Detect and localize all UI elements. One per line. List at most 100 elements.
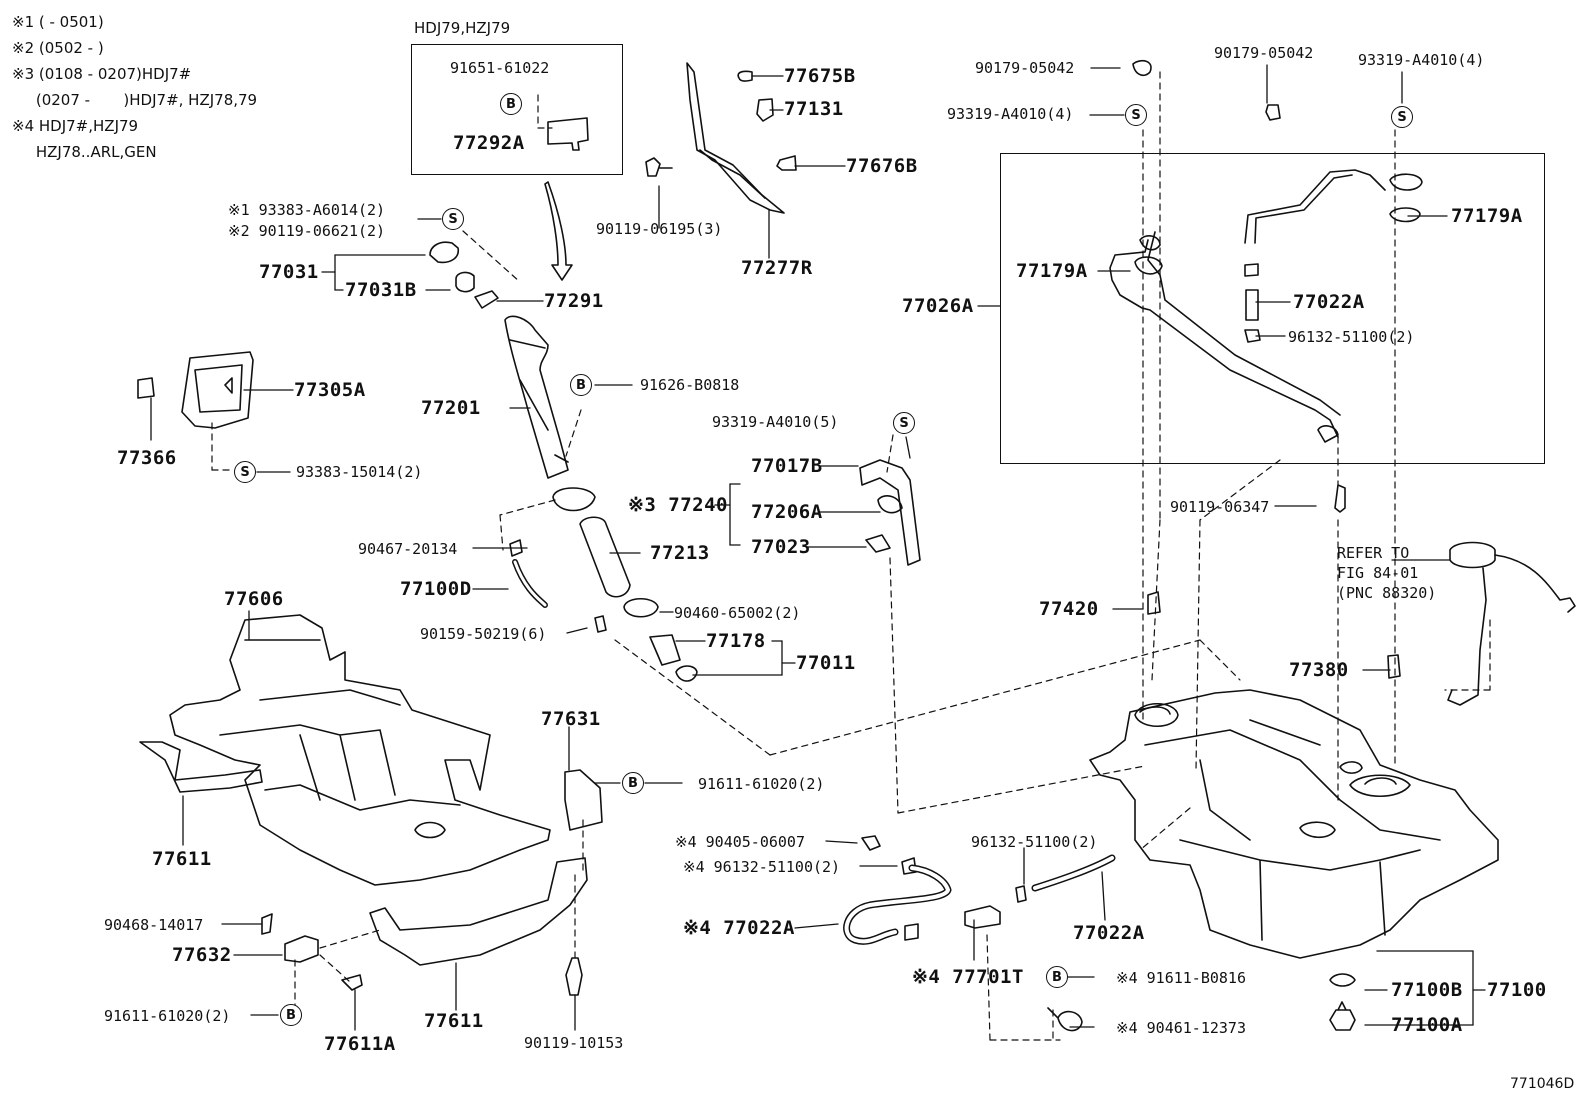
clip-90468 — [261, 913, 273, 935]
valve-77701t — [964, 905, 1001, 929]
label-77201: 77201 — [421, 397, 481, 419]
direction-arrow — [544, 181, 573, 281]
label-77611-upper: 77611 — [152, 848, 212, 870]
badge-s-93383-15014: S — [234, 461, 256, 483]
breather-77240 — [859, 459, 921, 566]
label-91651-61022: 91651-61022 — [450, 59, 550, 77]
label-77305a: 77305A — [294, 379, 366, 401]
label-77611-lower: 77611 — [424, 1010, 484, 1032]
gasket-77011 — [675, 665, 698, 682]
badge-b-91626: B — [570, 374, 592, 396]
label-93319-a4010-5: 93319-A4010(5) — [712, 413, 839, 431]
badge-s-93319-left: S — [1125, 104, 1147, 126]
heat-shield-77277r — [686, 62, 785, 214]
label-77213: 77213 — [650, 542, 710, 564]
badge-b-91611-bot: B — [280, 1004, 302, 1026]
bracket-77631 — [564, 769, 603, 831]
clamp-upper — [552, 487, 596, 512]
label-90119-06621: ※2 90119-06621(2) — [228, 222, 386, 240]
label-77291: 77291 — [544, 290, 604, 312]
inset-title: HDJ79,HZJ79 — [414, 19, 511, 37]
label-77022a-mid: 77022A — [1073, 922, 1145, 944]
label-77011: 77011 — [796, 652, 856, 674]
badge-b-inset: B — [500, 93, 522, 115]
badge-s-93319-right: S — [1391, 106, 1413, 128]
grommet-77179a-right-top — [1389, 173, 1423, 191]
clip-90179-a — [1132, 59, 1152, 77]
label-77026a: 77026A — [902, 295, 974, 317]
fuel-tank-77100 — [1089, 689, 1499, 959]
label-77631: 77631 — [541, 708, 601, 730]
badge-b-91611-b0816: B — [1046, 966, 1068, 988]
clamp-90461 — [1047, 1007, 1083, 1032]
label-77675b: 77675B — [784, 65, 856, 87]
label-77606: 77606 — [224, 588, 284, 610]
label-77179a-left: 77179A — [1016, 260, 1088, 282]
label-77701t: ※4 77701T — [912, 966, 1024, 988]
inset-box-77026a — [1000, 153, 1545, 464]
label-90179-05042-b: 90179-05042 — [1214, 44, 1314, 62]
label-77632: 77632 — [172, 944, 232, 966]
bolt-90119-06195 — [645, 157, 673, 177]
grommet-90467 — [509, 539, 523, 557]
label-77017b: 77017B — [751, 455, 823, 477]
label-77380: 77380 — [1289, 659, 1349, 681]
washer-77100b — [1329, 973, 1356, 987]
note-line-6: HZJ78..ARL,GEN — [12, 143, 157, 161]
nut-77632 — [284, 935, 319, 963]
label-77178: 77178 — [706, 630, 766, 652]
label-91611-61020-mid: 91611-61020(2) — [698, 775, 825, 793]
label-77240: ※3 77240 — [628, 494, 728, 516]
clip-90179-b — [1265, 104, 1281, 121]
inset-box-hdj79 — [411, 44, 623, 175]
clip-77366 — [137, 377, 155, 399]
label-93383-a6014: ※1 93383-A6014(2) — [228, 201, 386, 219]
label-refer-fig-84-01: REFER TO FIG 84-01 (PNC 88320) — [1337, 544, 1437, 602]
label-90460-65002: 90460-65002(2) — [674, 604, 801, 622]
clamp-lower — [623, 597, 659, 618]
clip-77676b — [776, 155, 797, 171]
note-line-4: (0207 - )HDJ7#, HZJ78,79 — [12, 91, 258, 109]
label-90119-06347: 90119-06347 — [1170, 498, 1270, 516]
valve-77178 — [649, 634, 681, 666]
label-77022a-box: 77022A — [1293, 291, 1365, 313]
note-line-1: ※1 ( - 0501) — [12, 13, 104, 31]
tube-77026a — [1109, 239, 1339, 438]
label-77023: 77023 — [751, 536, 811, 558]
label-77366: 77366 — [117, 447, 177, 469]
label-77292a: 77292A — [453, 132, 525, 154]
note-line-3: ※3 (0108 - 0207)HDJ7# — [12, 65, 192, 83]
label-77100d: 77100D — [400, 578, 472, 600]
label-93319-a4010-4-right: 93319-A4010(4) — [1358, 51, 1485, 69]
badge-s-93383-a6014: S — [442, 208, 464, 230]
note-line-2: ※2 (0502 - ) — [12, 39, 104, 57]
bolt-90119-06347 — [1334, 484, 1346, 513]
label-77277r: 77277R — [741, 257, 813, 279]
skid-plate-77606 — [169, 614, 551, 886]
nut-77100a — [1329, 1001, 1356, 1031]
cap-77420 — [1147, 591, 1161, 615]
label-91611-61020-bot: 91611-61020(2) — [104, 1007, 231, 1025]
label-90159-50219: 90159-50219(6) — [420, 625, 547, 643]
label-77131: 77131 — [784, 98, 844, 120]
bolt-90159 — [594, 615, 607, 633]
clip-77131 — [756, 98, 774, 122]
label-77031b: 77031B — [345, 279, 417, 301]
bolt-90119-10153 — [565, 957, 583, 996]
badge-b-91611-mid: B — [622, 772, 644, 794]
cap-77380 — [1387, 654, 1401, 679]
label-90461-12373: ※4 90461-12373 — [1116, 1019, 1246, 1037]
bolt-90405 — [861, 835, 881, 851]
solid-leaders — [150, 64, 1486, 1031]
label-90119-06195: 90119-06195(3) — [596, 220, 723, 238]
label-90119-10153: 90119-10153 — [524, 1034, 624, 1052]
label-90179-05042-a: 90179-05042 — [975, 59, 1075, 77]
label-90468-14017: 90468-14017 — [104, 916, 204, 934]
bracket-77611-lower — [369, 857, 588, 966]
label-77420: 77420 — [1039, 598, 1099, 620]
label-91626-b0818: 91626-B0818 — [640, 376, 740, 394]
note-line-5: ※4 HDJ7#,HZJ79 — [12, 117, 139, 135]
bracket-77292a — [547, 117, 589, 151]
